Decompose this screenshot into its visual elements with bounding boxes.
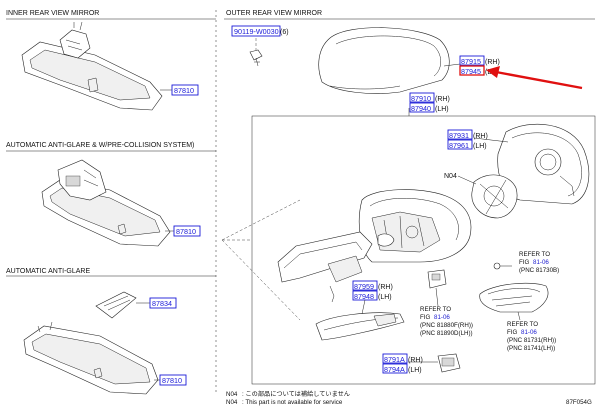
actuator-illustration: [471, 174, 518, 219]
mirror-base-illustration: [277, 231, 373, 303]
ref1-fig-link[interactable]: 81-06: [533, 259, 549, 266]
highlight-arrow: [486, 66, 583, 90]
ref3-fig-label: FIG: [507, 329, 517, 336]
part-87959-side: (RH): [378, 284, 393, 291]
mirror-glass-illustration: [497, 123, 590, 205]
note2-code: N04: [226, 399, 238, 406]
ref2-fig-link[interactable]: 81-06: [434, 314, 450, 321]
inner-mirror-title: INNER REAR VIEW MIRROR: [6, 10, 99, 17]
refer-callout-81731[interactable]: REFER TO FIG 81-06 (PNC 81731(RH)) (PNC …: [507, 321, 556, 352]
ref3-pnc-rh: (PNC 81731(RH)): [507, 337, 556, 344]
part-8791a-side: (RH): [408, 357, 423, 364]
figure-id: 87F054G: [566, 399, 592, 406]
part-87910[interactable]: 87910: [411, 94, 431, 103]
side-lamp-illustration: [479, 282, 549, 313]
dashed-leaders: [221, 199, 301, 321]
part-8794a-side: (LH): [408, 367, 422, 374]
note1-code: N04: [226, 391, 238, 398]
anti-glare-pcs-mirror-illustration: [41, 159, 171, 247]
part-87834[interactable]: 87834: [152, 299, 172, 308]
ref1-pnc: (PNC 81730B): [519, 267, 559, 274]
refer-callout-81730b[interactable]: REFER TO FIG 81-06 (PNC 81730B): [519, 251, 559, 274]
ref3-pnc-lh: (PNC 81741(LH)): [507, 345, 555, 352]
anti-glare-mirror-illustration: [23, 291, 159, 395]
part-87940-side: (LH): [435, 106, 449, 113]
part-87915-side: (RH): [485, 59, 500, 66]
part-87948-side: (LH): [378, 294, 392, 301]
part-8794a[interactable]: 8794A: [384, 365, 405, 374]
footer-notes: N04 : この部品については補給していません N04 : This part …: [226, 390, 350, 406]
ref3-line1: REFER TO: [507, 321, 538, 328]
bulb-icon: [493, 262, 512, 270]
auto-anti-glare-title: AUTOMATIC ANTI-GLARE: [6, 268, 90, 275]
screw-icon: [249, 49, 263, 67]
turn-signal-cover-illustration: [315, 312, 405, 341]
ref3-fig-link[interactable]: 81-06: [521, 329, 537, 336]
left-section-frame: [6, 10, 217, 395]
outer-mirror-title: OUTER REAR VIEW MIRROR: [226, 10, 322, 17]
assembly-frame: [251, 115, 596, 385]
part-87931-side: (RH): [473, 133, 488, 140]
part-87948[interactable]: 87948: [354, 292, 374, 301]
ref2-line1: REFER TO: [420, 306, 451, 313]
part-90119-w0030[interactable]: 90119-W0030: [234, 27, 279, 36]
part-87915[interactable]: 87915: [461, 57, 481, 66]
note1-text: : この部品については補給していません: [242, 390, 350, 398]
label-n04: N04: [444, 173, 457, 180]
part-90119-qty: (6): [280, 29, 289, 36]
ref2-fig-label: FIG: [420, 314, 430, 321]
note2-text: : This part is not available for service: [242, 399, 343, 406]
part-87961-side: (LH): [473, 143, 487, 150]
part-87961[interactable]: 87961: [449, 141, 469, 150]
part-8791a[interactable]: 8791A: [384, 355, 405, 364]
mirror-housing-illustration: [358, 189, 472, 263]
part-87910-side: (RH): [435, 96, 450, 103]
part-87810-c[interactable]: 87810: [162, 376, 182, 385]
ref1-line1: REFER TO: [519, 251, 550, 258]
mirror-cover-illustration: [318, 27, 450, 94]
part-87810-a[interactable]: 87810: [174, 86, 194, 95]
ref2-pnc-lh: (PNC 81890D(LH)): [420, 330, 473, 337]
inner-mirror-illustration: [21, 21, 163, 111]
part-87945[interactable]: 87945: [461, 67, 481, 76]
ref2-pnc-rh: (PNC 81880F(RH)): [420, 322, 473, 329]
part-87940[interactable]: 87940: [411, 104, 431, 113]
ref1-fig-label: FIG: [519, 259, 529, 266]
bracket-illustration: [437, 353, 461, 373]
part-87931[interactable]: 87931: [449, 131, 469, 140]
part-87810-b[interactable]: 87810: [176, 227, 196, 236]
refer-callout-81880f[interactable]: REFER TO FIG 81-06 (PNC 81880F(RH)) (PNC…: [420, 306, 473, 337]
part-87959[interactable]: 87959: [354, 282, 374, 291]
connector-illustration: [427, 269, 447, 289]
auto-anti-glare-pcs-title: AUTOMATIC ANTI-GLARE & W/PRE-COLLISION S…: [6, 142, 194, 149]
